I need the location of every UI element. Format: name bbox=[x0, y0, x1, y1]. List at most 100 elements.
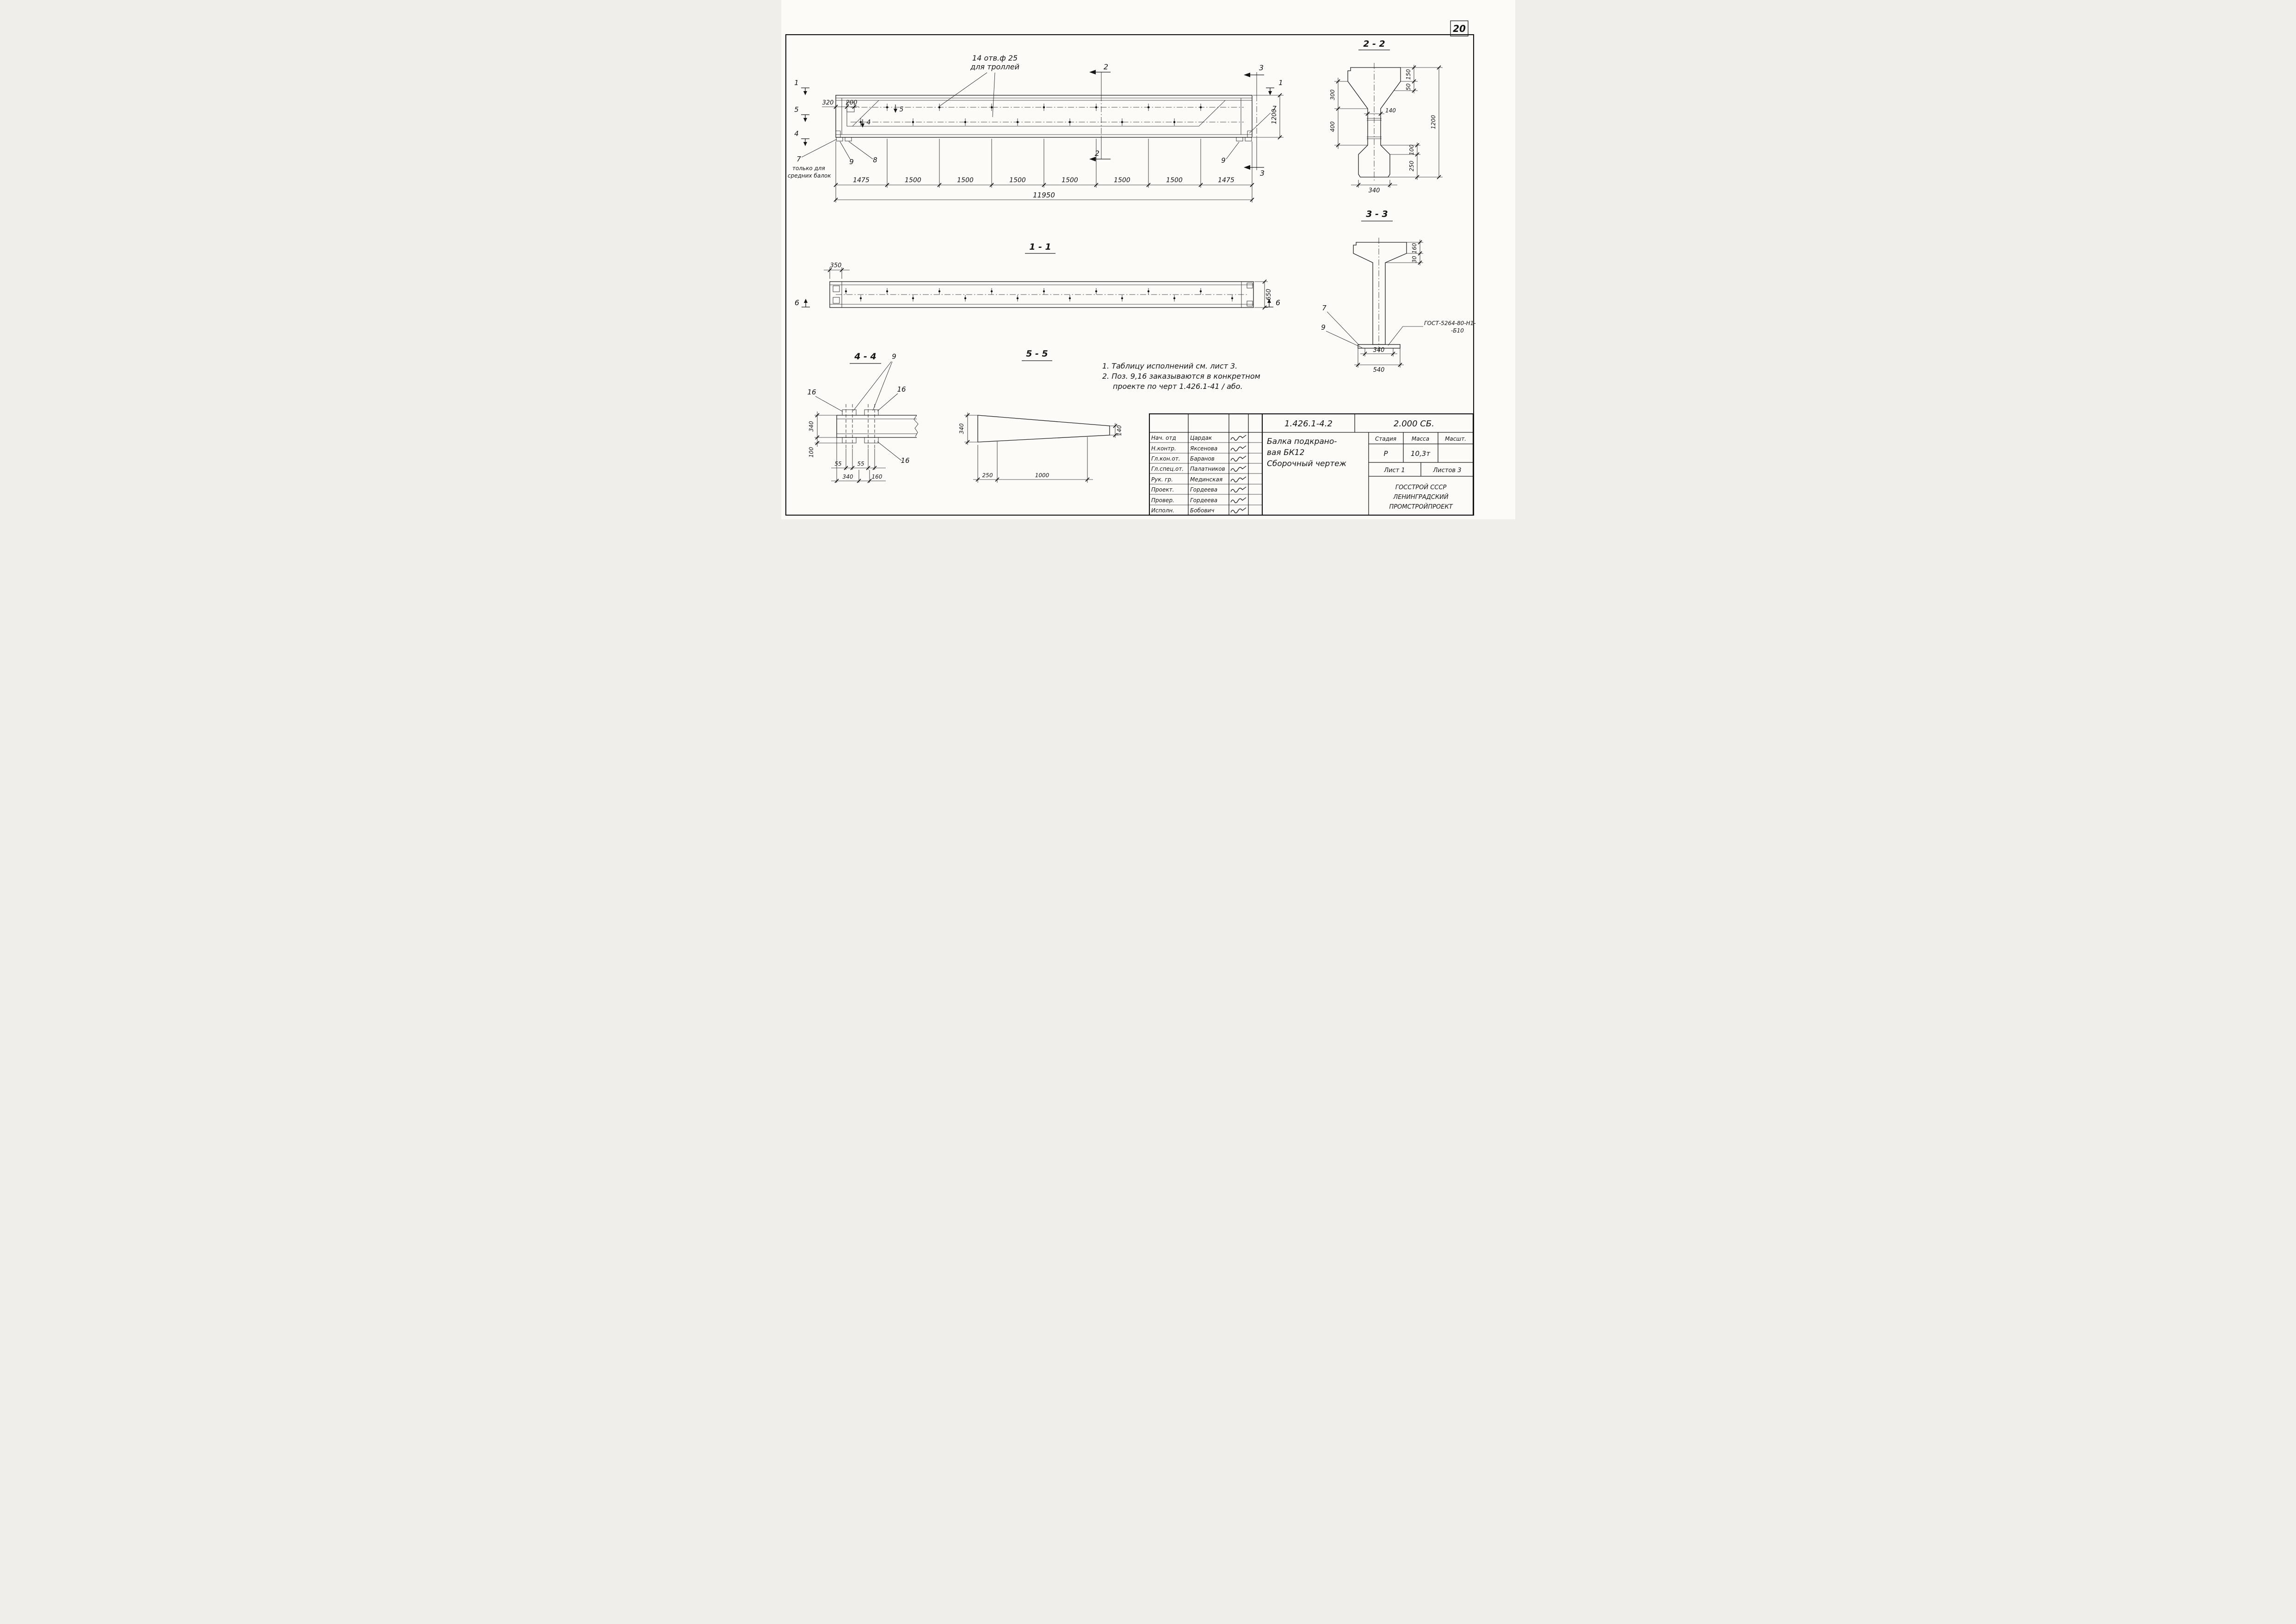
dim-30: 30 bbox=[1411, 256, 1418, 263]
role-name: Яксенова bbox=[1190, 445, 1217, 452]
cut-4-left-label: 4 bbox=[794, 129, 799, 138]
sheet-number: Лист 1 bbox=[1383, 467, 1405, 474]
dim-1200-elevation: 1200 bbox=[1271, 109, 1278, 124]
stage-value: Р bbox=[1383, 449, 1388, 458]
drawing-title-2: вая БК12 bbox=[1267, 448, 1304, 457]
section-cut-2: 2 2 bbox=[1089, 62, 1111, 161]
section-3-3-title: 3 - 3 bbox=[1366, 209, 1388, 219]
seg-dim: 1500 bbox=[1166, 177, 1183, 184]
section-2-2-title: 2 - 2 bbox=[1363, 39, 1385, 49]
total-dim: 11950 bbox=[1033, 191, 1055, 199]
sheets-total: Листов 3 bbox=[1432, 467, 1461, 474]
dim-350: 350 bbox=[830, 262, 841, 269]
note-2: 2. Поз. 9,16 заказываются в конкретном bbox=[1102, 372, 1260, 381]
weld-note: ГОСТ-5264-80-Н1- bbox=[1424, 320, 1476, 326]
doc-code: 2.000 СБ. bbox=[1394, 419, 1434, 429]
note-1: 1. Таблицу исполнений см. лист 3. bbox=[1102, 362, 1237, 370]
title-block: 1.426.1-4.2 2.000 СБ. Балка подкрано- ва… bbox=[1148, 413, 1474, 516]
part-7-right-label: 7 bbox=[1272, 105, 1277, 113]
cut-mark-6-right: 6 bbox=[1265, 298, 1280, 308]
holes-note-2: для троллей bbox=[970, 62, 1019, 71]
dim-160: 160 bbox=[871, 474, 882, 480]
part-9-right-label: 9 bbox=[1221, 156, 1226, 165]
holes-note: 14 отв.ф 25 bbox=[972, 54, 1017, 62]
page-number-box bbox=[1450, 20, 1469, 37]
drawing-notes: 1. Таблицу исполнений см. лист 3. 2. Поз… bbox=[1102, 362, 1260, 391]
note-2-continued: проекте по черт 1.426.1-41 / або. bbox=[1113, 382, 1243, 391]
role-name: Цардак bbox=[1190, 435, 1212, 441]
role-name: Бобович bbox=[1190, 507, 1214, 514]
dim-340-bottom: 340 bbox=[1368, 187, 1380, 194]
cut-3-top-label: 3 bbox=[1259, 63, 1263, 72]
dim-55-a: 55 bbox=[834, 461, 841, 467]
section-3-3-view: 3 - 3 160 30 7 9 ГОСТ-5264-80-Н1- -Б10 3… bbox=[1321, 209, 1475, 374]
mass-value: 10,3т bbox=[1410, 449, 1430, 458]
weld-note-2: -Б10 bbox=[1451, 327, 1464, 334]
beam-elevation-view: 14 отв.ф 25 для троллей 2 2 3 3 1 5 4 bbox=[788, 54, 1284, 203]
section-1-1-view: 1 - 1 350 650 6 6 bbox=[794, 242, 1280, 310]
dim-340-horizontal: 340 bbox=[842, 474, 853, 480]
part-7-left-label: 7 bbox=[796, 155, 801, 163]
mass-header: Масса bbox=[1411, 436, 1429, 442]
role-label: Проект. bbox=[1151, 486, 1174, 493]
dim-340: 340 bbox=[958, 423, 965, 434]
doc-number: 1.426.1-4.2 bbox=[1284, 419, 1333, 429]
dim-50: 50 bbox=[1405, 83, 1412, 91]
dim-55-b: 55 bbox=[857, 461, 864, 467]
dim-250: 250 bbox=[982, 472, 993, 479]
cut-6-right-label: 6 bbox=[1275, 298, 1280, 307]
part-9-label: 9 bbox=[892, 352, 896, 361]
dim-300: 300 bbox=[1329, 89, 1336, 100]
dim-160: 160 bbox=[1411, 243, 1418, 253]
role-label: Исполн. bbox=[1151, 507, 1174, 514]
role-label: Гл.кон.от. bbox=[1151, 455, 1180, 462]
section-4-4-title: 4 - 4 bbox=[854, 351, 876, 362]
part-16-label-b: 16 bbox=[897, 385, 906, 394]
part-9-left-label: 9 bbox=[849, 158, 854, 166]
cut-1-left-label: 1 bbox=[794, 79, 799, 87]
section-1-1-title: 1 - 1 bbox=[1029, 242, 1051, 252]
scale-header: Масшт. bbox=[1444, 436, 1466, 442]
role-name: Гордеева bbox=[1190, 486, 1217, 493]
drawing-title: Балка подкрано- bbox=[1267, 437, 1337, 446]
dim-650: 650 bbox=[1265, 289, 1272, 301]
cut-3-bottom-label: 3 bbox=[1259, 169, 1264, 178]
role-label: Гл.спец.от. bbox=[1151, 466, 1184, 472]
dim-100: 100 bbox=[1408, 144, 1415, 155]
seg-dim: 1500 bbox=[1114, 177, 1130, 184]
page-number: 20 bbox=[1453, 23, 1466, 34]
dim-400: 400 bbox=[1329, 121, 1336, 132]
stage-header: Стадия bbox=[1375, 436, 1396, 442]
mark-4-label: 4 bbox=[866, 119, 870, 126]
signature-rows: Нач. отд Цардак Н.контр. Яксенова Гл.кон… bbox=[1151, 435, 1225, 514]
part-8-label: 8 bbox=[873, 156, 877, 164]
dim-340-vertical: 340 bbox=[808, 421, 815, 431]
mark-5-label: 5 bbox=[899, 106, 903, 113]
role-name: Баранов bbox=[1190, 455, 1215, 462]
cut-2-bottom-label: 2 bbox=[1094, 149, 1099, 158]
cut-mark-1-right: 1 bbox=[1265, 79, 1283, 95]
org-name-3: ПРОМСТРОЙПРОЕКТ bbox=[1389, 503, 1453, 511]
section-cut-3: 3 3 bbox=[1243, 63, 1265, 178]
cut-2-top-label: 2 bbox=[1103, 62, 1108, 71]
cut-1-right-label: 1 bbox=[1278, 79, 1283, 87]
trolley-holes bbox=[859, 106, 1202, 123]
role-label: Н.контр. bbox=[1151, 445, 1176, 452]
seg-dim: 1500 bbox=[1009, 177, 1026, 184]
section-5-5-view: 5 - 5 340 140 250 1000 bbox=[958, 349, 1123, 483]
seg-dim: 1500 bbox=[905, 177, 921, 184]
seg-dim: 1475 bbox=[853, 177, 870, 184]
org-name-2: ЛЕНИНГРАДСКИЙ bbox=[1393, 493, 1448, 501]
dim-250: 250 bbox=[1408, 160, 1415, 171]
dim-1200-section: 1200 bbox=[1430, 115, 1437, 129]
role-name: Мединская bbox=[1190, 476, 1222, 483]
cut-5-left-label: 5 bbox=[794, 105, 799, 114]
section-4-4-view: 4 - 4 9 16 16 16 340 100 55 55 340 160 bbox=[807, 351, 919, 483]
section-5-5-title: 5 - 5 bbox=[1026, 349, 1048, 359]
drawing-title-3: Сборочный чертеж bbox=[1267, 459, 1347, 468]
left-note-2: средних балок bbox=[788, 172, 831, 179]
role-label: Рук. гр. bbox=[1151, 476, 1173, 483]
part-16-label-c: 16 bbox=[901, 456, 909, 465]
part-7-label: 7 bbox=[1322, 304, 1327, 312]
seg-dim: 1475 bbox=[1218, 177, 1234, 184]
